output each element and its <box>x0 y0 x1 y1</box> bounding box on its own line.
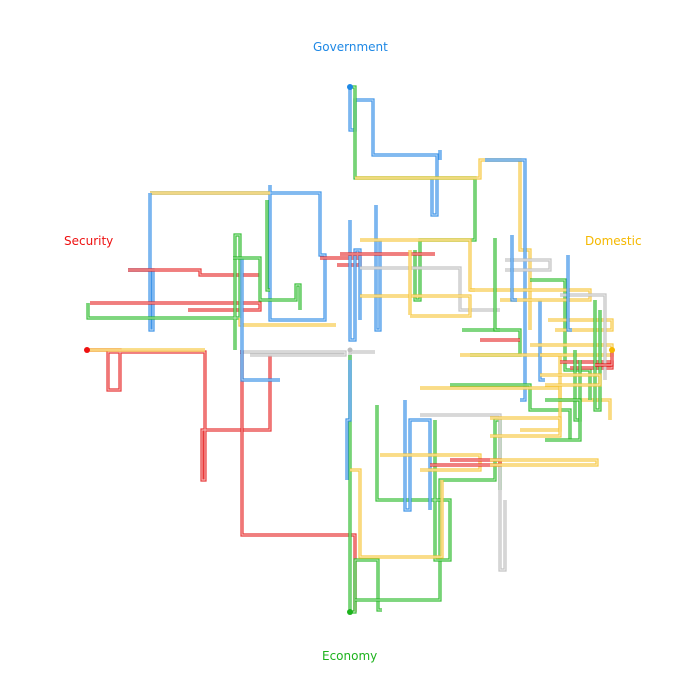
gold-path-highlight-35 <box>420 387 561 431</box>
red-path-highlight-36 <box>430 459 501 466</box>
axis-label-security: Security <box>64 234 114 248</box>
green-path-38 <box>462 328 522 357</box>
blue-path-highlight-42 <box>539 300 545 381</box>
blue-path-highlight-30 <box>404 400 431 511</box>
green-path-highlight-50 <box>594 300 601 411</box>
green-path-highlight-34 <box>450 384 571 440</box>
green-path-9 <box>86 233 242 350</box>
blue-path-0 <box>348 87 439 217</box>
green-path-highlight-41 <box>530 279 591 400</box>
gray-path-highlight-33 <box>420 414 506 571</box>
blue-path-highlight-15 <box>241 258 280 381</box>
green-path-highlight-57 <box>545 399 581 441</box>
red-path-36 <box>430 458 502 467</box>
gold-path-32 <box>350 468 444 559</box>
green-path-highlight-9 <box>87 234 241 350</box>
red-path-14 <box>240 350 357 612</box>
gold-path-highlight-10 <box>239 318 336 326</box>
red-path-highlight-8 <box>90 302 261 311</box>
axis-label-government: Government <box>313 40 388 54</box>
gold-path-highlight-32 <box>350 469 443 558</box>
gold-path-highlight-52 <box>490 417 561 437</box>
gray-path-highlight-49 <box>560 294 606 380</box>
blue-path-6 <box>128 193 155 332</box>
blue-path-highlight-19 <box>349 220 361 341</box>
anchor-dot-government <box>347 84 353 90</box>
green-path-53 <box>493 238 500 332</box>
gold-path-highlight-37 <box>490 459 598 466</box>
green-path-highlight-53 <box>494 238 500 331</box>
blue-path-highlight-58 <box>346 360 351 480</box>
gray-path-highlight-13 <box>240 351 346 356</box>
red-path-highlight-14 <box>240 351 356 612</box>
anchor-dot-economy <box>347 609 353 615</box>
gold-path-highlight-31 <box>380 454 481 471</box>
gold-path-highlight-23 <box>360 295 471 317</box>
green-path-34 <box>450 383 572 440</box>
red-path-highlight-11 <box>87 349 271 481</box>
blue-path-highlight-0 <box>349 87 438 216</box>
blue-path-highlight-3 <box>485 159 526 401</box>
green-path-highlight-29 <box>376 405 451 561</box>
axis-label-economy: Economy <box>322 649 378 663</box>
red-path-highlight-7 <box>128 269 260 276</box>
red-path-highlight-59 <box>595 350 613 366</box>
gold-path-43 <box>548 318 614 332</box>
blue-path-42 <box>538 300 545 382</box>
gold-path-37 <box>490 458 599 467</box>
blue-path-highlight-54 <box>511 235 517 301</box>
anchor-dot-security <box>84 347 90 353</box>
gray-path-33 <box>420 413 507 572</box>
gold-path-highlight-43 <box>548 319 613 331</box>
gray-path-25 <box>348 350 375 360</box>
center-dot <box>347 347 353 353</box>
gray-path-highlight-47 <box>505 259 551 271</box>
green-path-highlight-1 <box>350 86 476 301</box>
gold-path-highlight-56 <box>540 374 601 386</box>
green-path-highlight-17 <box>266 200 270 291</box>
blue-path-highlight-51 <box>567 255 572 331</box>
green-path-highlight-38 <box>462 329 521 356</box>
axis-label-domestic: Domestic <box>585 234 642 248</box>
anchor-dot-domestic <box>609 347 615 353</box>
green-path-highlight-16 <box>233 257 301 310</box>
